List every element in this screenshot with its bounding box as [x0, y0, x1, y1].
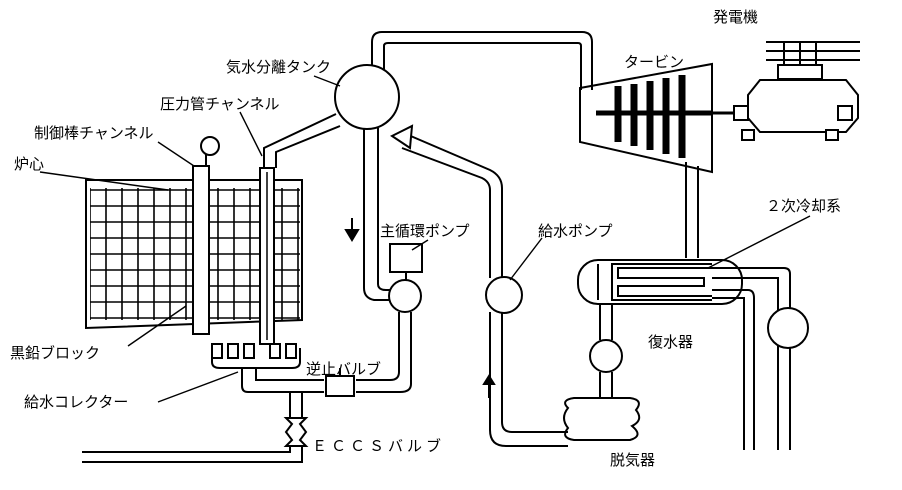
generator-symbol: [695, 79, 859, 141]
label-steam-drum: 気水分離タンク: [226, 58, 332, 76]
label-core: 炉心: [14, 155, 45, 173]
flow-arrow-up: [482, 374, 496, 398]
secondary-pump: [767, 307, 809, 349]
steam-pipe: [371, 31, 593, 90]
feed-water-pipe: [390, 124, 568, 447]
label-control-rod: 制御棒チャンネル: [34, 124, 154, 142]
label-eccs: ＥＣＣＳバルブ: [312, 437, 446, 455]
label-turbine: タービン: [624, 53, 685, 71]
label-check-valve: 逆止バルブ: [306, 360, 382, 378]
exhaust-pipe: [685, 162, 699, 258]
feed-pump-symbol: [485, 276, 523, 314]
eccs-pipe: [82, 392, 303, 463]
condenser-symbol: [577, 259, 743, 305]
condensate-pump: [589, 339, 623, 373]
label-generator: 発電機: [713, 8, 759, 26]
main-return-pipe: [241, 312, 412, 393]
deaerator-symbol: [563, 397, 641, 441]
power-lines: [766, 41, 860, 80]
label-graphite: 黒鉛ブロック: [10, 344, 101, 362]
label-pressure-tube: 圧力管チャンネル: [160, 95, 280, 113]
turbine-symbol: [579, 62, 713, 174]
main-pump-motor: [389, 243, 423, 273]
label-main-pump: 主循環ポンプ: [380, 222, 470, 240]
label-deaerator: 脱気器: [610, 451, 656, 469]
condensate-pipe: [599, 304, 613, 400]
control-rod-channel: [192, 136, 220, 335]
eccs-valve-symbol: [283, 417, 309, 447]
label-header: 給水コレクター: [24, 393, 129, 411]
steam-drum-symbol: [334, 64, 400, 130]
label-condenser: 復水器: [648, 333, 694, 351]
label-feed-pump: 給水ポンプ: [538, 222, 613, 240]
flow-arrow-down: [344, 218, 360, 242]
downcomer-pipe: [363, 128, 392, 301]
main-pump-symbol: [388, 279, 422, 313]
feed-collector-symbol: [211, 343, 301, 369]
secondary-cooling-loop: [712, 267, 791, 450]
label-secondary: ２次冷却系: [766, 197, 842, 215]
pressure-tube-channel: [259, 113, 341, 345]
check-valve-symbol: [325, 375, 355, 397]
leader-lines: [39, 75, 811, 403]
